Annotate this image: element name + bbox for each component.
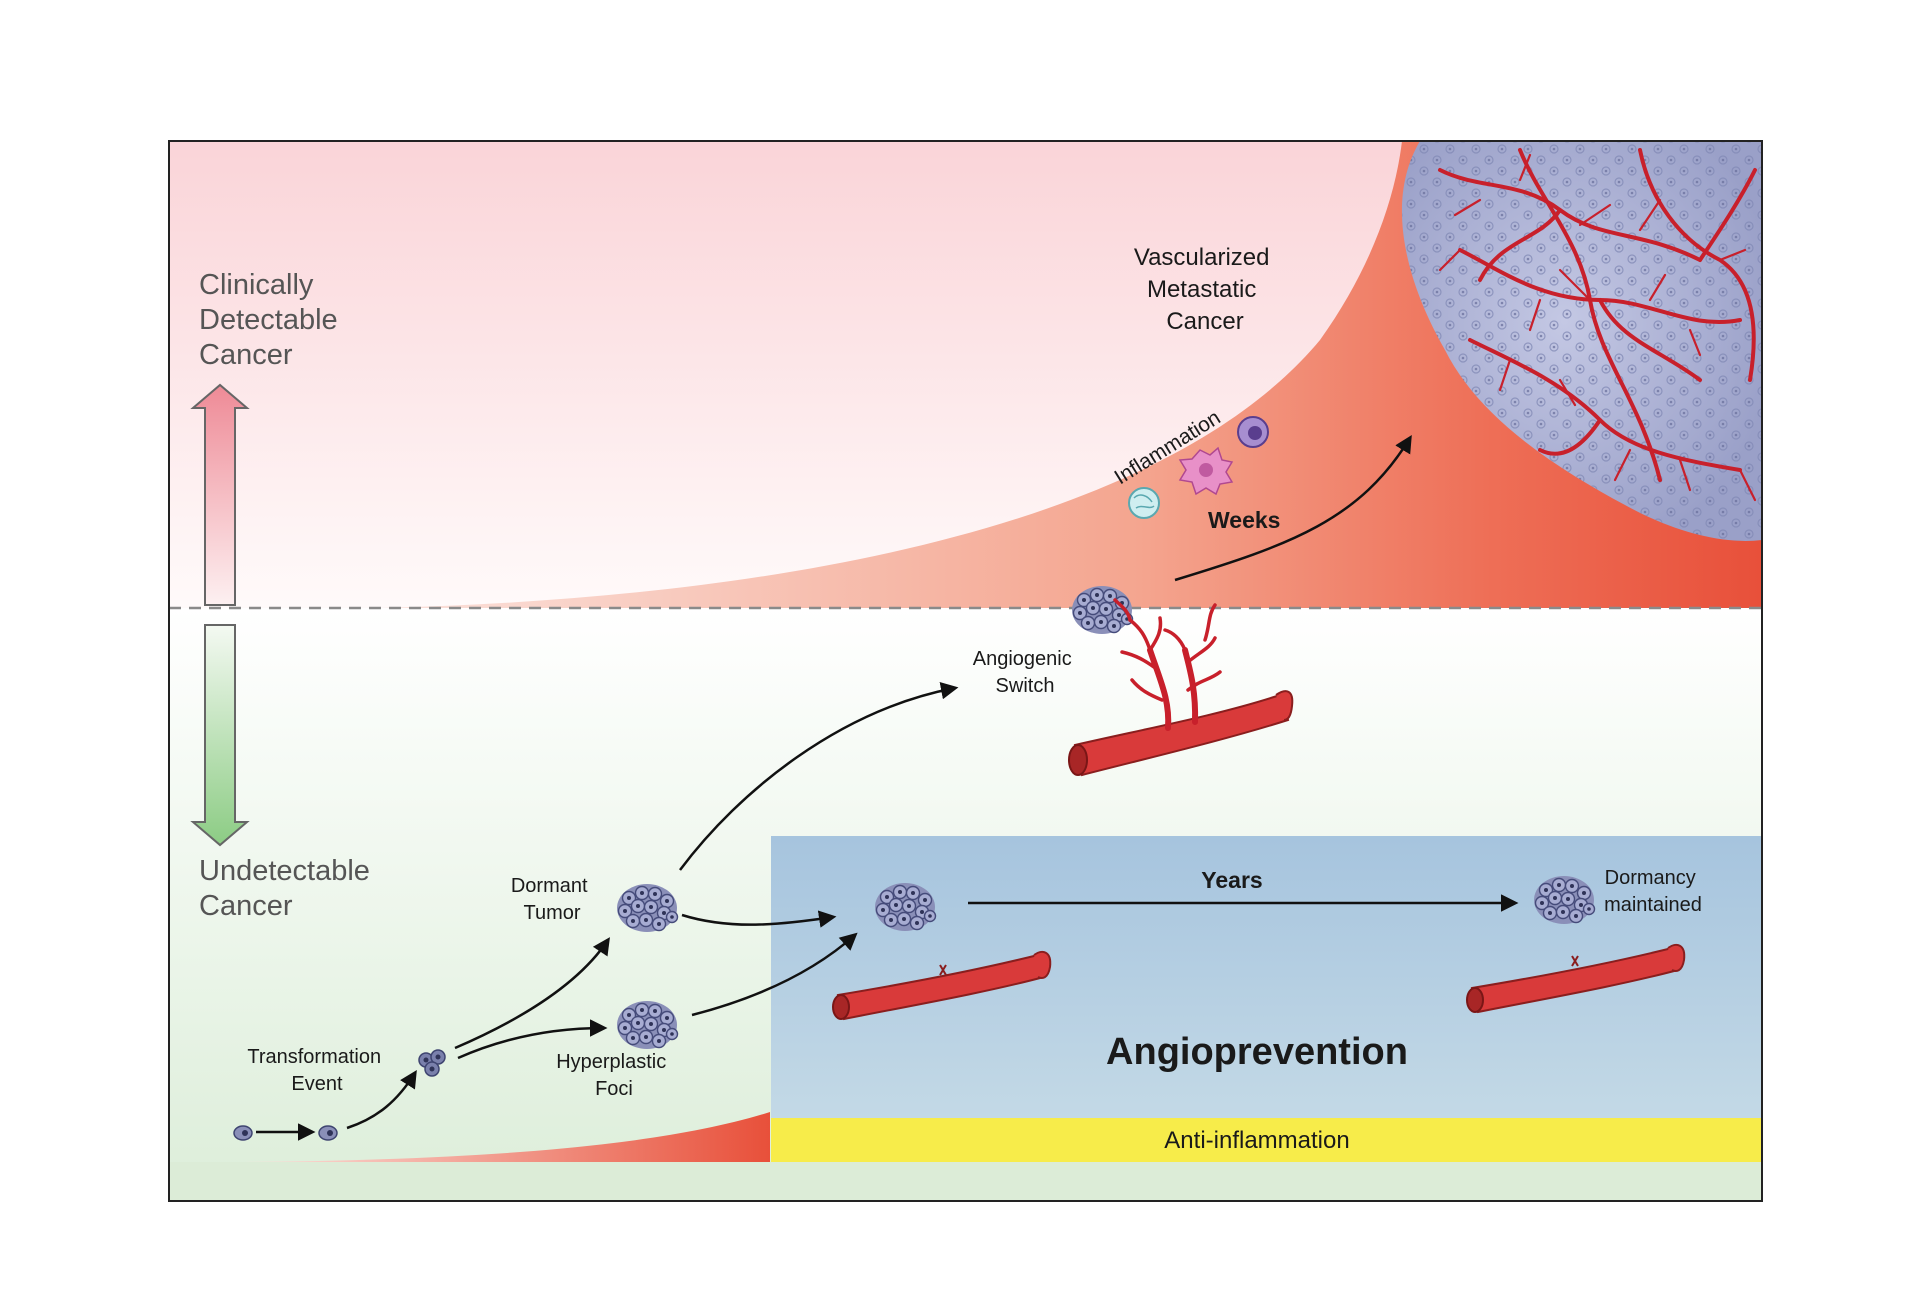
macrophage-cell-icon bbox=[1128, 487, 1160, 519]
label-dormancy-maintained: Dormancy maintained bbox=[1604, 867, 1702, 916]
early-growth-wedge bbox=[245, 1112, 770, 1162]
label-hyperplastic-foci: Hyperplastic Foci bbox=[556, 1051, 672, 1100]
label-angiogenic-switch: Angiogenic Switch bbox=[973, 648, 1078, 697]
arrow-to-cluster bbox=[346, 1070, 417, 1130]
single-cell-icon bbox=[318, 1125, 338, 1141]
lymphocyte-cell-icon bbox=[1237, 416, 1269, 448]
label-vascularized-metastatic-cancer: Vascularized Metastatic Cancer bbox=[1134, 244, 1276, 335]
single-cell-icon bbox=[233, 1125, 253, 1141]
bottom-strip bbox=[170, 1162, 1761, 1200]
label-weeks: Weeks bbox=[1208, 507, 1280, 533]
arrow-cluster-to-hyperplastic bbox=[457, 1019, 608, 1060]
axis-label-undetectable: Undetectable Cancer bbox=[199, 855, 378, 922]
sprouting-vessel-icon bbox=[1068, 598, 1294, 777]
arrow-dormant-to-prevention bbox=[681, 910, 837, 928]
arrow-dormant-to-switch bbox=[679, 682, 959, 871]
metastatic-tumor-mass bbox=[1401, 141, 1762, 541]
arrow-cluster-to-dormant bbox=[454, 937, 610, 1050]
label-anti-inflammation: Anti-inflammation bbox=[1164, 1127, 1349, 1154]
arrow-weeks bbox=[1174, 435, 1412, 582]
vessel-sprout-stub bbox=[1571, 955, 1579, 967]
label-angioprevention: Angioprevention bbox=[1106, 1031, 1408, 1073]
frame-border bbox=[168, 140, 1763, 1202]
axis-label-detectable: Clinically Detectable Cancer bbox=[199, 269, 346, 371]
activated-cell-icon bbox=[1178, 446, 1234, 496]
label-transformation-event: Transformation Event bbox=[247, 1046, 386, 1095]
up-arrow-icon bbox=[190, 383, 250, 606]
anti-inflammation-band bbox=[771, 1118, 1762, 1162]
label-dormant-tumor: Dormant Tumor bbox=[511, 875, 593, 924]
arrow-hyperplastic-to-prevention bbox=[691, 932, 858, 1017]
vessel-sprout-stub bbox=[939, 964, 947, 976]
down-arrow-icon bbox=[190, 624, 250, 847]
label-years: Years bbox=[1201, 867, 1262, 893]
